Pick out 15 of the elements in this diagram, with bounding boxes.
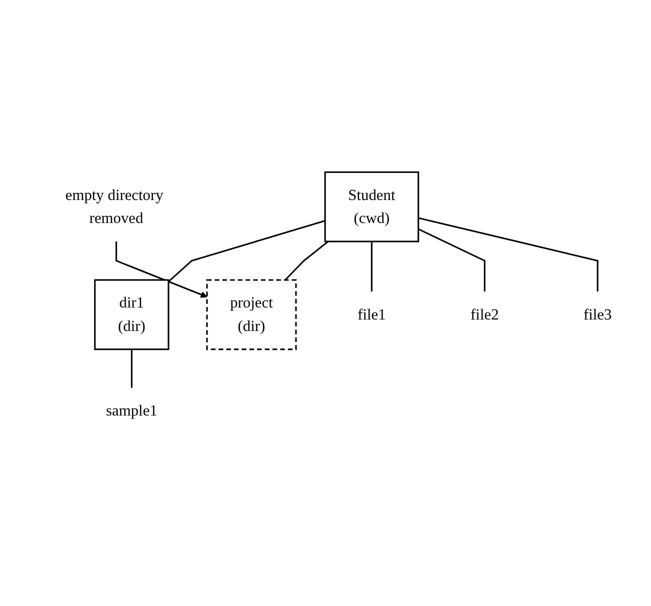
arrow (116, 241, 208, 298)
node-text: empty directory removed (65, 186, 164, 227)
node-box: dir1 (dir) (94, 279, 170, 350)
connector (370, 241, 372, 292)
connector (168, 220, 326, 282)
connector (130, 349, 132, 388)
node-box: Student (cwd) (324, 171, 420, 242)
node-text: file2 (470, 306, 499, 324)
connector (284, 240, 329, 280)
node-box: project (dir) (206, 279, 297, 350)
node-text: file3 (584, 306, 612, 324)
connector (418, 228, 486, 292)
node-text: file1 (358, 306, 386, 324)
node-text: sample1 (106, 402, 158, 420)
connector (418, 217, 598, 292)
